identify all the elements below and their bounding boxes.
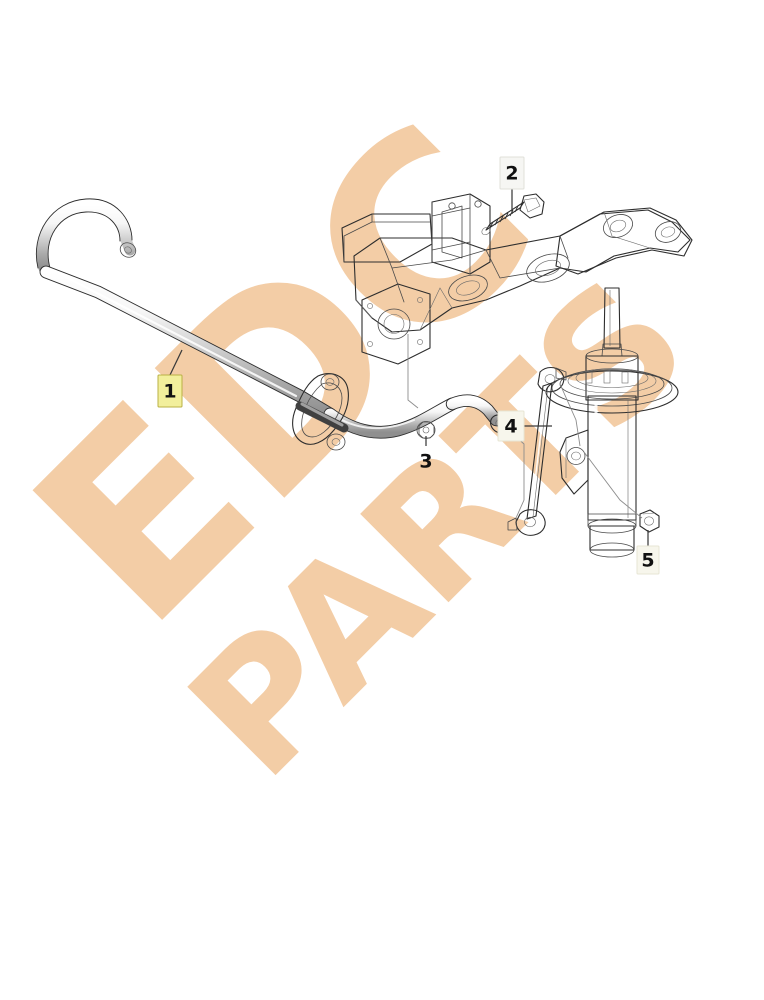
drop-link bbox=[507, 366, 567, 536]
callout-1-leader bbox=[169, 349, 183, 376]
strut-nut bbox=[639, 509, 660, 533]
callout-5[interactable]: 5 bbox=[636, 530, 660, 575]
callout-3[interactable]: 3 bbox=[419, 436, 433, 473]
callout-group: 1 2 3 4 bbox=[157, 156, 660, 575]
callout-4[interactable]: 4 bbox=[497, 410, 552, 442]
callout-4-badge[interactable] bbox=[497, 410, 525, 442]
strut-assembly bbox=[545, 287, 679, 558]
anti-roll-bar bbox=[36, 198, 511, 439]
callout-5-badge[interactable] bbox=[636, 545, 660, 575]
bushing-clamp bbox=[292, 373, 349, 451]
callout-2[interactable]: 2 bbox=[499, 156, 525, 214]
callout-5-number: 5 bbox=[641, 550, 654, 572]
callout-1-number: 1 bbox=[163, 381, 176, 403]
callout-1-badge[interactable] bbox=[157, 374, 183, 408]
subframe-bolt bbox=[481, 193, 545, 236]
callout-2-number: 2 bbox=[505, 163, 518, 185]
callout-4-number: 4 bbox=[504, 416, 517, 438]
callout-1[interactable]: 1 bbox=[157, 349, 183, 408]
subframe-assembly bbox=[341, 193, 693, 365]
callout-3-number: 3 bbox=[419, 451, 432, 473]
callout-2-badge[interactable] bbox=[499, 156, 525, 190]
